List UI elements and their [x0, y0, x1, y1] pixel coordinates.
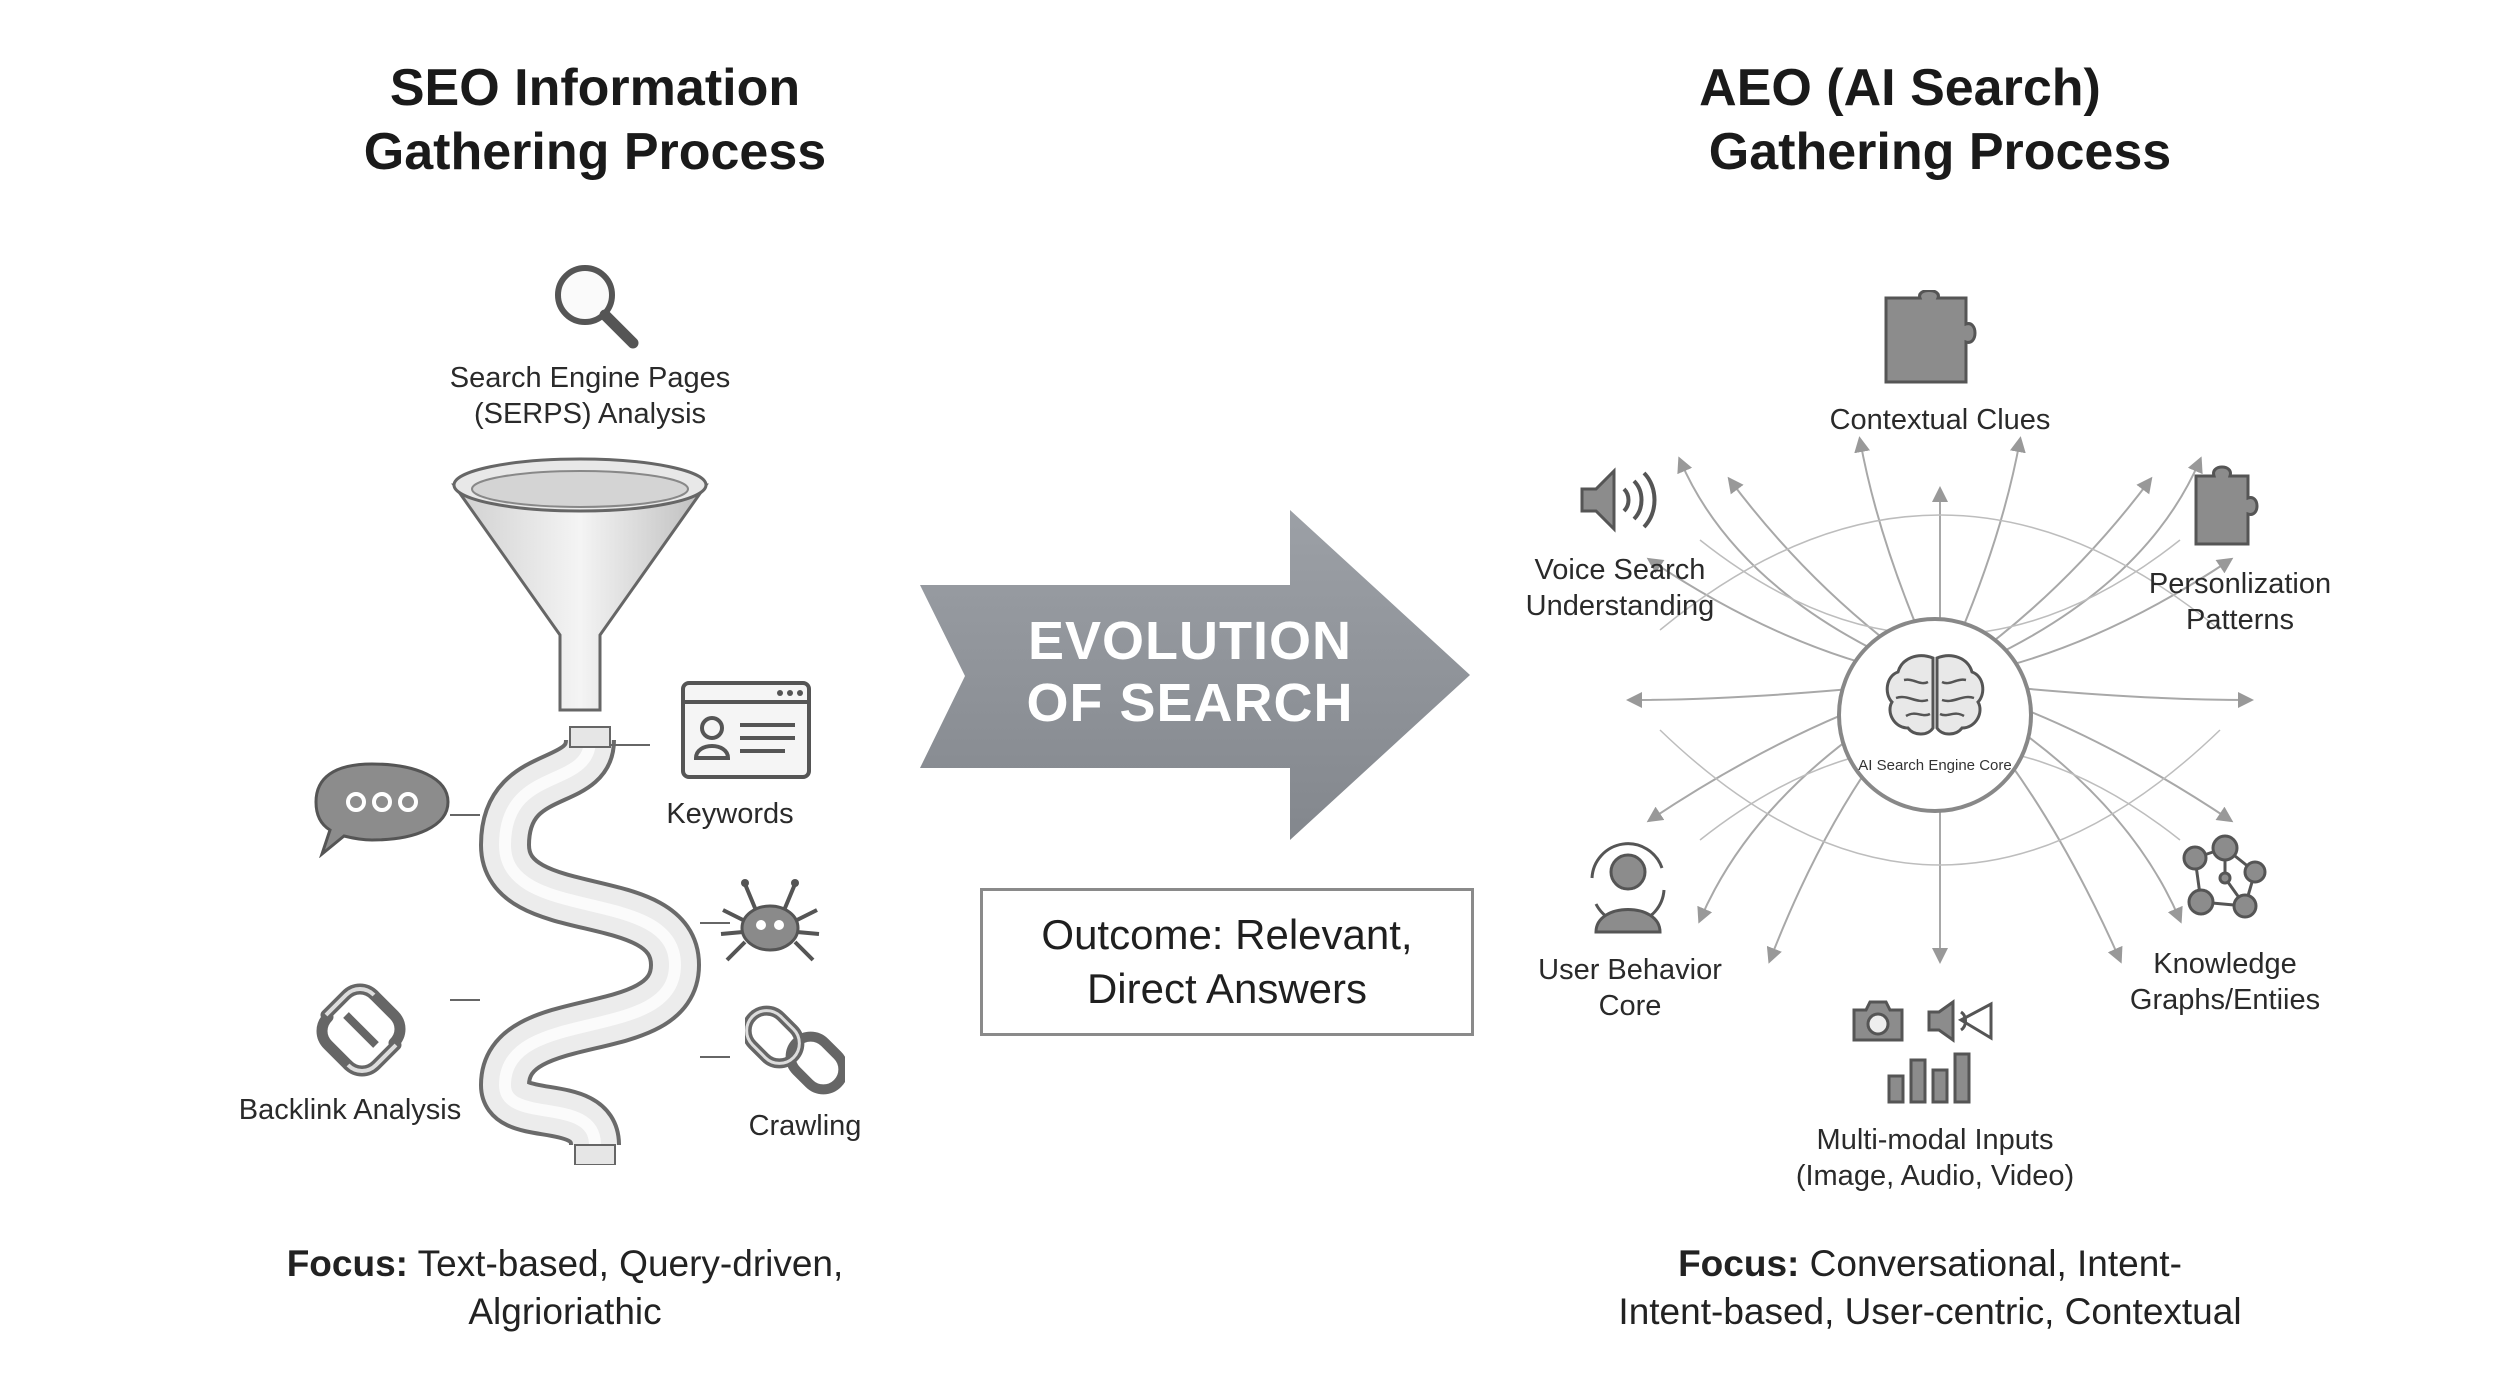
core-label: AI Search Engine Core — [1858, 757, 2012, 774]
knowledge-graph-icon — [2165, 828, 2275, 928]
chain-link-icon — [745, 1000, 845, 1100]
knowledge-graphs-label: Knowledge Graphs/Entiies — [2129, 948, 2321, 1016]
outcome-box: Outcome: Relevant, Direct Answers — [980, 888, 1474, 1036]
brain-icon — [1880, 650, 1990, 740]
evolution-arrow-shape — [920, 510, 1470, 840]
backlink-label: Backlink Analysis — [238, 1094, 462, 1126]
seo-focus-line1: Text-based, Query-driven, — [417, 1243, 844, 1284]
puzzle-small-icon — [2190, 462, 2262, 548]
contextual-label: Contextual Clues — [1829, 404, 2051, 436]
magnifier-icon — [545, 255, 645, 355]
multimodal-label: Multi-modal Inputs (Image, Audio, Video) — [1795, 1124, 2075, 1192]
profile-window-icon — [680, 680, 812, 780]
crawling-label: Crawling — [748, 1110, 862, 1142]
user-profile-icon — [1572, 828, 1682, 938]
seo-title: SEO Information Gathering Process — [363, 59, 827, 181]
outcome-line2: Direct Answers — [1086, 965, 1368, 1012]
ai-core-circle — [1835, 615, 2035, 815]
aeo-focus-line1: Conversational, Intent- — [1809, 1243, 2182, 1284]
seo-focus: Focus: Text-based, Query-driven, Algrior… — [225, 1240, 905, 1336]
aeo-focus-label: Focus: — [1678, 1243, 1800, 1284]
aeo-title: AEO (AI Search) Gathering Process — [1699, 59, 2172, 181]
chat-bubble-icon — [312, 758, 454, 858]
broken-chain-icon — [306, 975, 416, 1085]
evolution-label: EVOLUTION OF SEARCH — [1026, 611, 1354, 733]
voice-search-label: Voice Search Understanding — [1525, 554, 1715, 622]
seo-focus-line2: Algrioriathic — [468, 1291, 662, 1332]
keywords-label: Keywords — [666, 798, 794, 830]
bug-spider-icon — [715, 870, 825, 970]
user-behavior-label: User Behavior Core — [1538, 954, 1722, 1022]
puzzle-piece-icon — [1880, 290, 1990, 390]
aeo-focus: Focus: Conversational, Intent- Intent-ba… — [1570, 1240, 2290, 1336]
funnel-pipe-graphic — [440, 445, 740, 1165]
outcome-line1: Outcome: Relevant, — [1041, 911, 1413, 958]
aeo-focus-line2: Intent-based, User-centric, Contextual — [1618, 1291, 2242, 1332]
personalization-label: Personlization Patterns — [2148, 568, 2332, 636]
audio-bars-icon — [1885, 1048, 1977, 1104]
video-speaker-icon — [1925, 998, 1997, 1044]
speaker-sound-icon — [1578, 465, 1670, 535]
serps-label: Search Engine Pages (SERPS) Analysis — [449, 362, 731, 430]
seo-focus-label: Focus: — [286, 1243, 408, 1284]
camera-icon — [1850, 998, 1906, 1044]
